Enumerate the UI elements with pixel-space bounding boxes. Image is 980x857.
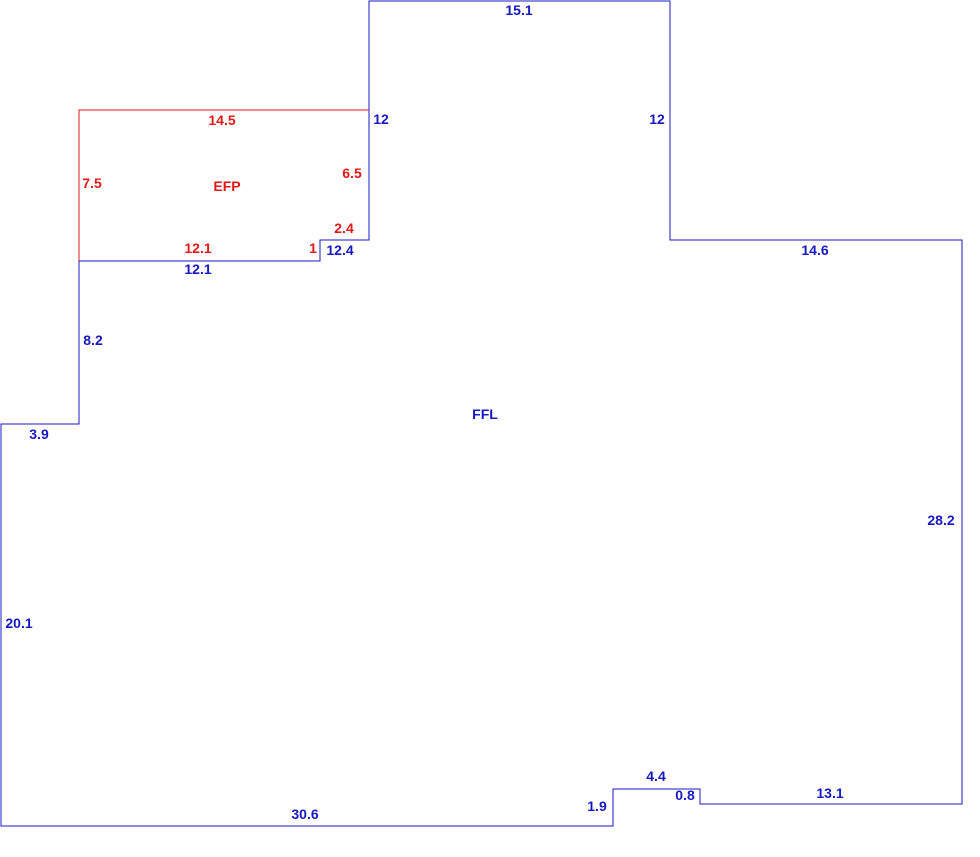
efp-dim-left: 7.5 [82,175,102,191]
ffl-dim-bottom: 30.6 [291,806,318,822]
ffl-dim-bottom-right: 13.1 [816,785,843,801]
efp-area-label: EFP [213,178,240,194]
efp-dim-right-lower: 2.4 [334,220,354,236]
efp-dim-top: 14.5 [208,112,235,128]
ffl-dim-left-step: 3.9 [29,426,49,442]
efp-dim-step: 1 [309,240,317,256]
ffl-dim-top: 15.1 [505,2,532,18]
ffl-dim-left-upper-side: 8.2 [83,332,103,348]
ffl-dim-right-step: 14.6 [801,242,828,258]
ffl-dim-shared-edge: 12.1 [184,261,211,277]
ffl-dim-right-side: 28.2 [927,512,954,528]
ffl-dim-notch-top: 4.4 [646,768,666,784]
efp-dim-bottom: 12.1 [184,240,211,256]
efp-outline [78,109,369,261]
ffl-dim-notch-side: 0.8 [675,787,695,803]
ffl-dim-right-upper: 12 [649,111,665,127]
ffl-outline [0,0,963,827]
ffl-dim-left-side: 20.1 [5,615,32,631]
ffl-dim-notch-left: 1.9 [587,798,607,814]
efp-dim-right: 6.5 [342,165,362,181]
ffl-dim-small-step: 12.4 [326,242,353,258]
ffl-area-label: FFL [472,406,498,422]
ffl-dim-left-upper: 12 [373,111,389,127]
